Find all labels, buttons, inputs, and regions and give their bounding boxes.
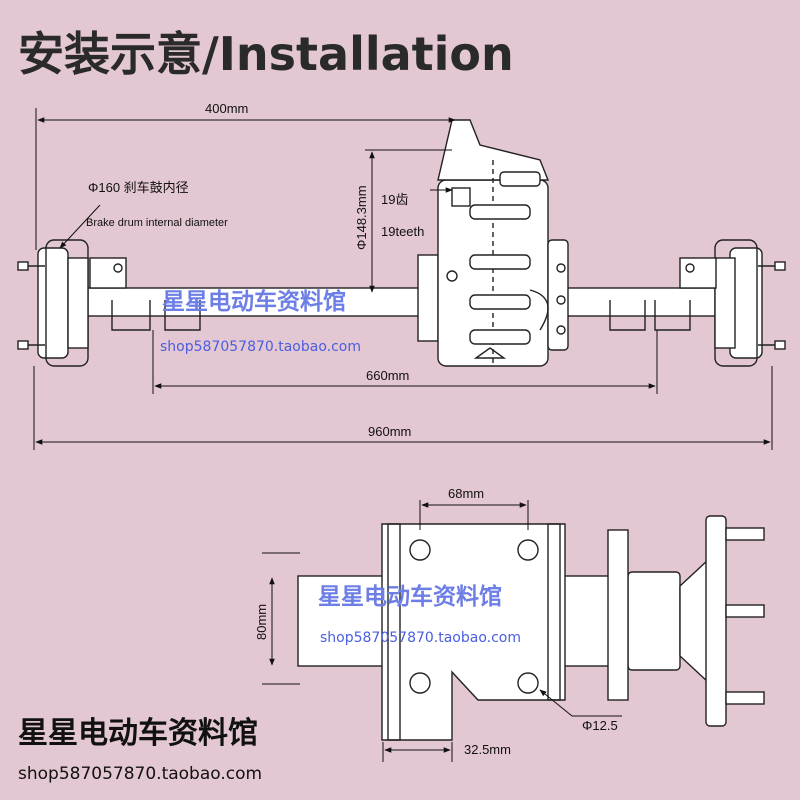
dim-80mm: 80mm bbox=[254, 604, 269, 640]
mount-detail-view bbox=[297, 515, 765, 741]
dim-19-teeth-cn: 19齿 bbox=[381, 192, 408, 207]
hub-housing bbox=[627, 571, 681, 671]
differential-housing bbox=[417, 119, 569, 367]
brand-name: 星星电动车资料馆 bbox=[18, 716, 258, 751]
dim-960mm: 960mm bbox=[368, 424, 411, 439]
right-mount-bracket bbox=[609, 257, 717, 331]
wheel-flange bbox=[705, 515, 727, 727]
brand-url: shop587057870.taobao.com bbox=[18, 764, 263, 784]
hole-top-right bbox=[517, 539, 539, 561]
watermark-text-top: 星星电动车资料馆 bbox=[162, 288, 346, 315]
dim-gear-diameter: Φ148.3mm bbox=[354, 185, 369, 250]
left-brake-drum bbox=[17, 239, 89, 367]
page-title: 安装示意/Installation bbox=[18, 27, 514, 81]
hole-top-left bbox=[409, 539, 431, 561]
hole-bottom-right bbox=[517, 672, 539, 694]
dim-brake-drum-cn: Φ160 刹车鼓内径 bbox=[88, 180, 189, 195]
dim-400mm: 400mm bbox=[205, 101, 248, 116]
watermark-url-detail: shop587057870.taobao.com bbox=[320, 630, 521, 646]
left-axle-tube bbox=[59, 287, 446, 317]
dim-68mm: 68mm bbox=[448, 486, 484, 501]
watermark-text-detail: 星星电动车资料馆 bbox=[318, 583, 502, 610]
right-brake-drum bbox=[714, 239, 786, 367]
hole-bottom-left bbox=[409, 672, 431, 694]
dim-hole-diameter: Φ12.5 bbox=[582, 718, 618, 733]
left-mount-bracket bbox=[89, 257, 201, 331]
dim-660mm: 660mm bbox=[366, 368, 409, 383]
watermark-url-top: shop587057870.taobao.com bbox=[160, 339, 361, 355]
top-view-dimensions bbox=[33, 108, 773, 450]
axle-top-view bbox=[17, 119, 786, 367]
dim-32-5mm: 32.5mm bbox=[464, 742, 511, 757]
detail-dimensions bbox=[262, 500, 622, 762]
dim-19-teeth-en: 19teeth bbox=[381, 224, 424, 239]
dim-brake-drum-en: Brake drum internal diameter bbox=[86, 217, 228, 229]
